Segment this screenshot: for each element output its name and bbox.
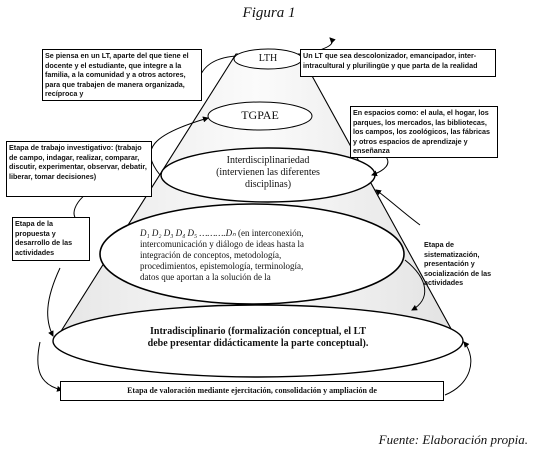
disc-line3: integración de conceptos, metodología,: [140, 250, 282, 260]
note-right-low: Etapa de sistematización, presentación y…: [424, 240, 492, 288]
figure-title: Figura 1: [242, 5, 296, 21]
note-top-right: Un LT que sea descolonizador, emancipado…: [300, 49, 496, 77]
arrow-bottom-left: [37, 341, 63, 392]
note-left-mid: Etapa de trabajo investigativo: (trabajo…: [6, 141, 152, 197]
inter-title: Interdisciplinariedad: [226, 155, 310, 166]
disc-line1: (en interconexión,: [238, 228, 304, 238]
note-left-low: Etapa de la propuesta y desarrollo de la…: [12, 217, 90, 261]
label-disciplines: D₁ D₂ D₃ D₄ D₅ ……….Dₙ (en interconexión,…: [140, 228, 364, 283]
note-right-mid: En espacios como: el aula, el hogar, los…: [350, 106, 498, 158]
arrow-right-mid: [375, 189, 421, 226]
label-lth: LTH: [258, 53, 278, 64]
arrow-right-low: [404, 259, 426, 311]
disc-line5: datos que aportan a la solución de la: [140, 272, 271, 282]
intra-line2: debe presentar didácticamente la parte c…: [147, 338, 369, 349]
label-intradisciplinario: Intradisciplinario (formalización concep…: [108, 326, 408, 350]
intra-line1: Intradisciplinario (formalización concep…: [149, 326, 366, 337]
disc-line4: procedimientos, epistemología, terminolo…: [140, 261, 304, 271]
label-tgpae: TGPAE: [241, 108, 279, 122]
ellipse-tgpae: [207, 101, 313, 131]
inter-sub2: disciplinas): [244, 179, 292, 190]
note-top-left: Se piensa en un LT, aparte del que tiene…: [42, 49, 202, 101]
arrow-left-upper: [150, 116, 209, 176]
arrow-bottom-right: [444, 341, 472, 396]
ellipse-intradisciplinario: [52, 304, 464, 378]
label-interdisciplinariedad: Interdisciplinariedad (intervienen las d…: [175, 155, 361, 191]
note-bottom: Etapa de valoración mediante ejercitació…: [60, 381, 444, 401]
arrow-left-low: [47, 267, 61, 337]
inter-sub1: (intervienen las diferentes: [216, 167, 320, 178]
figure-source: Fuente: Elaboración propia.: [378, 432, 528, 447]
disc-symbols: D₁ D₂ D₃ D₄ D₅ ……….Dₙ: [140, 228, 236, 238]
disc-line2: intercomunicación y diálogo de ideas has…: [140, 239, 304, 249]
ellipse-disciplines: [99, 203, 405, 305]
